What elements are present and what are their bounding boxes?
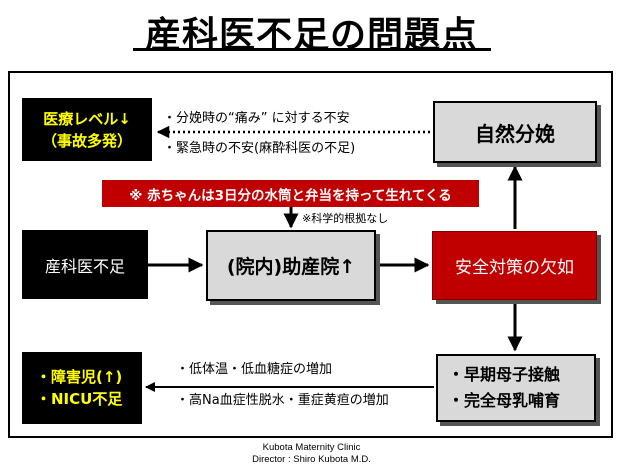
disabled-children-text: ・障害児(↑) <box>36 368 123 386</box>
early-contact-box: ・早期母子接触 ・完全母乳哺育 <box>436 354 596 422</box>
title-underline <box>133 48 491 51</box>
natural-birth-text: 自然分娩 <box>475 121 555 146</box>
ob-shortage-box: 産科医不足 <box>22 230 148 299</box>
no-evidence-note: ※科学的根拠なし <box>302 212 389 225</box>
director-name: Director : Shiro Kubota M.D. <box>252 454 371 465</box>
midwife-box: (院内)助産院↑ <box>206 230 376 301</box>
early-contact-text: ・早期母子接触 <box>448 365 561 384</box>
breastfeeding-text: ・完全母乳哺育 <box>448 391 561 410</box>
credit: Kubota Maternity Clinic Director : Shiro… <box>0 442 623 466</box>
emergency-anxiety-label: ・緊急時の不安(麻酔科医の不足) <box>163 141 356 156</box>
medical-level-text: 医療レベル↓ <box>43 109 131 128</box>
hypernatremia-label: ・高Na血症性脱水・重症黄疸の増加 <box>176 393 389 408</box>
notice-text: ※ 赤ちゃんは3日分の水筒と弁当を持って生れてくる <box>129 187 452 204</box>
accident-text: （事故多発） <box>41 131 132 150</box>
midwife-text: (院内)助産院↑ <box>226 256 356 278</box>
natural-birth-box: 自然分娩 <box>433 101 597 163</box>
safety-lack-box: 安全対策の欠如 <box>432 231 597 300</box>
safety-lack-text: 安全対策の欠如 <box>455 258 574 278</box>
hypothermia-label: ・低体温・低血糖症の増加 <box>176 362 333 377</box>
diagram-frame <box>8 71 613 438</box>
disabled-children-box: ・障害児(↑) ・NICU不足 <box>22 352 142 424</box>
pain-anxiety-label: ・分娩時の“痛み” に対する不安 <box>163 111 350 126</box>
nicu-shortage-text: ・NICU不足 <box>36 390 123 408</box>
medical-level-box: 医療レベル↓ （事故多発） <box>22 98 152 161</box>
notice-banner: ※ 赤ちゃんは3日分の水筒と弁当を持って生れてくる <box>102 180 479 207</box>
clinic-name: Kubota Maternity Clinic <box>262 442 361 453</box>
ob-shortage-text: 産科医不足 <box>44 256 125 276</box>
